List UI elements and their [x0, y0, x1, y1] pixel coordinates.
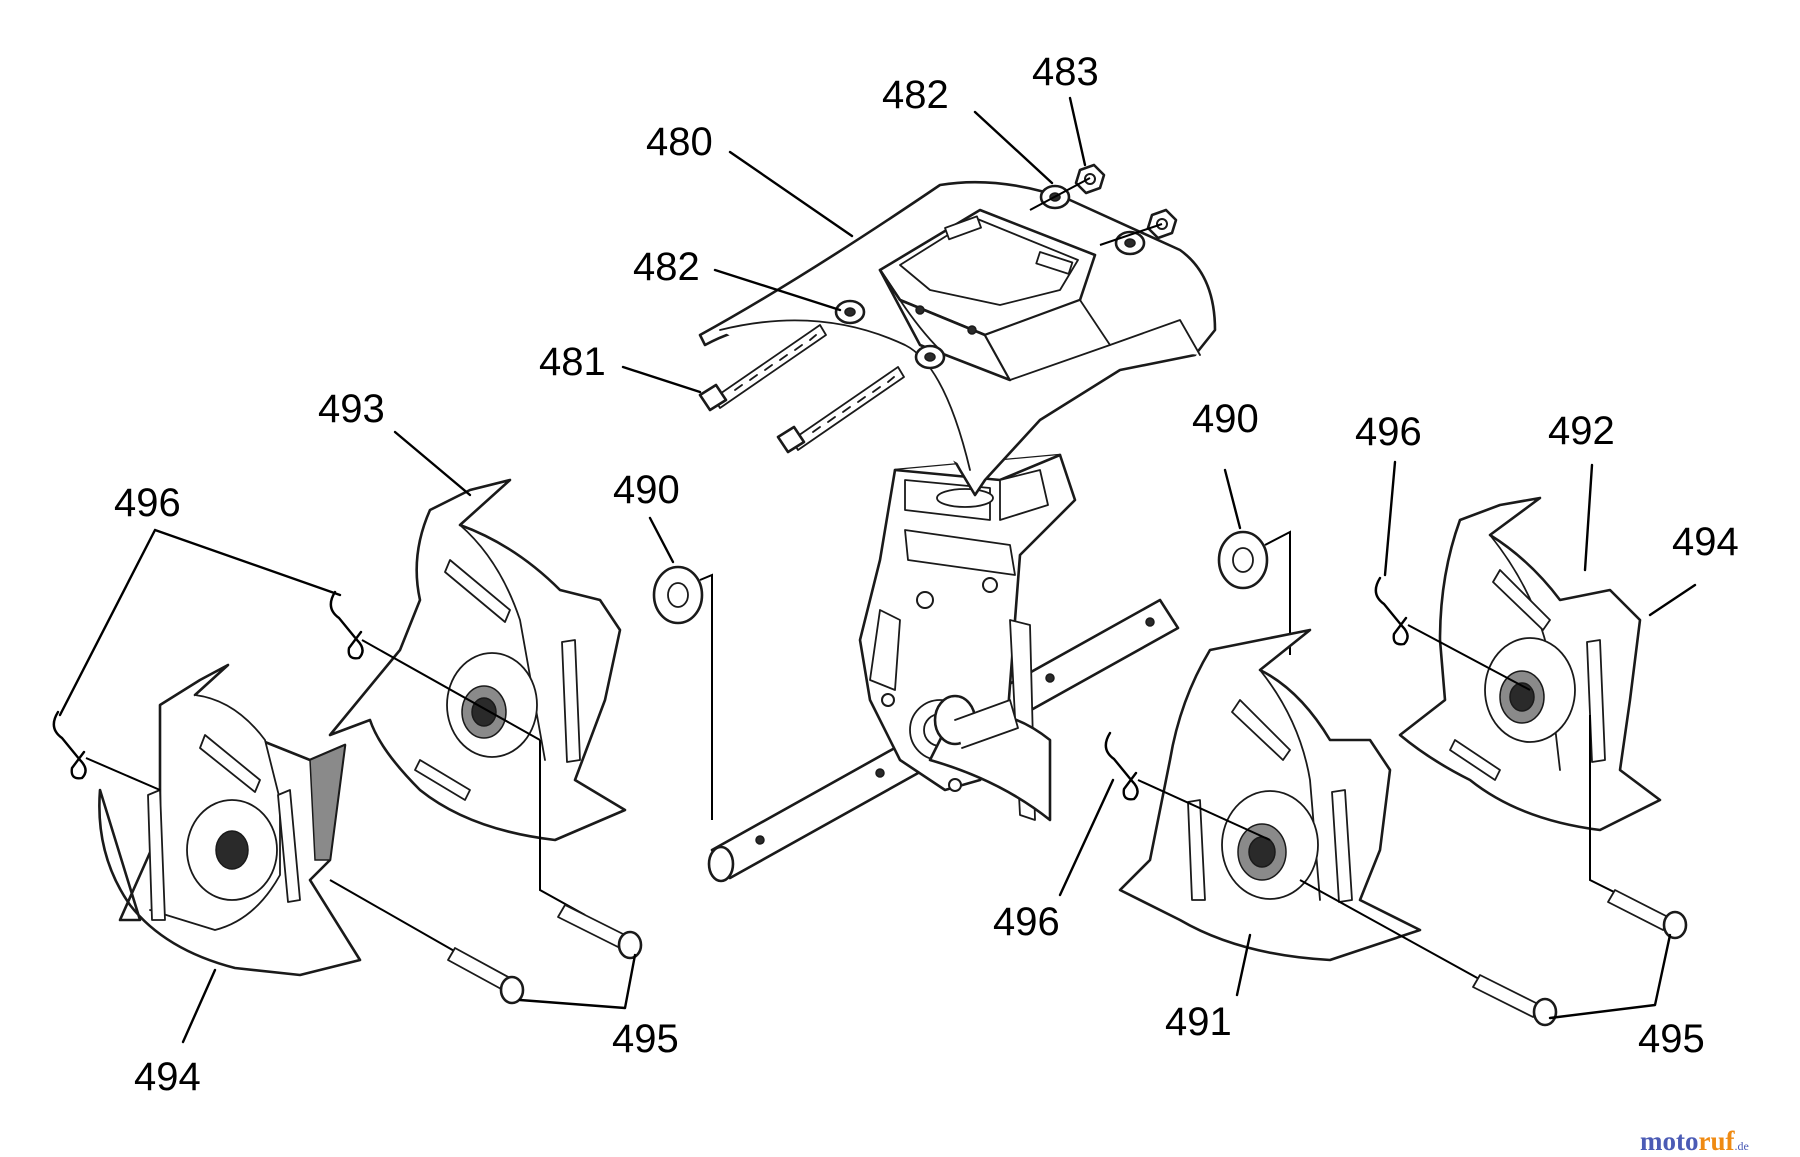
hairpin-clip-496-right-upper	[1374, 576, 1531, 691]
tine-492	[1398, 496, 1662, 832]
callout-496-left: 496	[114, 481, 181, 525]
gearbox-housing	[858, 453, 1077, 822]
clevis-pin-495-left-lower	[329, 879, 525, 1005]
callout-490-left: 490	[613, 468, 680, 512]
washer-482-lower	[914, 344, 946, 370]
tine-shield-480	[698, 180, 1217, 497]
callout-496-right-top: 496	[1355, 410, 1422, 454]
callout-482-left: 482	[633, 245, 700, 289]
callout-496-right-bottom: 496	[993, 900, 1060, 944]
tine-493	[328, 478, 627, 842]
callout-494-left: 494	[134, 1055, 201, 1099]
bolt-481-lower	[776, 366, 905, 454]
callout-483: 483	[1032, 50, 1099, 94]
bolt-481-upper	[698, 324, 827, 412]
callout-495-left: 495	[612, 1017, 679, 1061]
callouts: 480 481 482 482 483 490 490 491 492 493 …	[114, 50, 1739, 1099]
watermark-text: motoruf.de	[1640, 1126, 1749, 1156]
watermark-logo: motoruf.de	[1640, 1126, 1749, 1156]
hairpin-clip-496-left-inner	[329, 590, 541, 741]
callout-495-right: 495	[1638, 1017, 1705, 1061]
washer-482-left	[834, 299, 866, 325]
callout-482-top: 482	[882, 73, 949, 117]
spacer-washer-490-left	[652, 565, 713, 820]
callout-480: 480	[646, 120, 713, 164]
hairpin-clip-496-left-outer	[52, 710, 161, 791]
tine-494-left	[98, 663, 362, 977]
spacer-washer-490-right	[1217, 530, 1291, 655]
leader-lines	[58, 96, 1697, 1044]
callout-491: 491	[1165, 1000, 1232, 1044]
clevis-pin-495-right-upper	[1589, 715, 1688, 940]
callout-481: 481	[539, 340, 606, 384]
callout-493: 493	[318, 387, 385, 431]
callout-490-right: 490	[1192, 397, 1259, 441]
callout-494-right: 494	[1672, 520, 1739, 564]
clevis-pin-495-left-upper	[539, 740, 643, 960]
hairpin-clip-496-right-lower	[1104, 731, 1271, 841]
tine-491	[1118, 628, 1422, 962]
callout-492: 492	[1548, 409, 1615, 453]
